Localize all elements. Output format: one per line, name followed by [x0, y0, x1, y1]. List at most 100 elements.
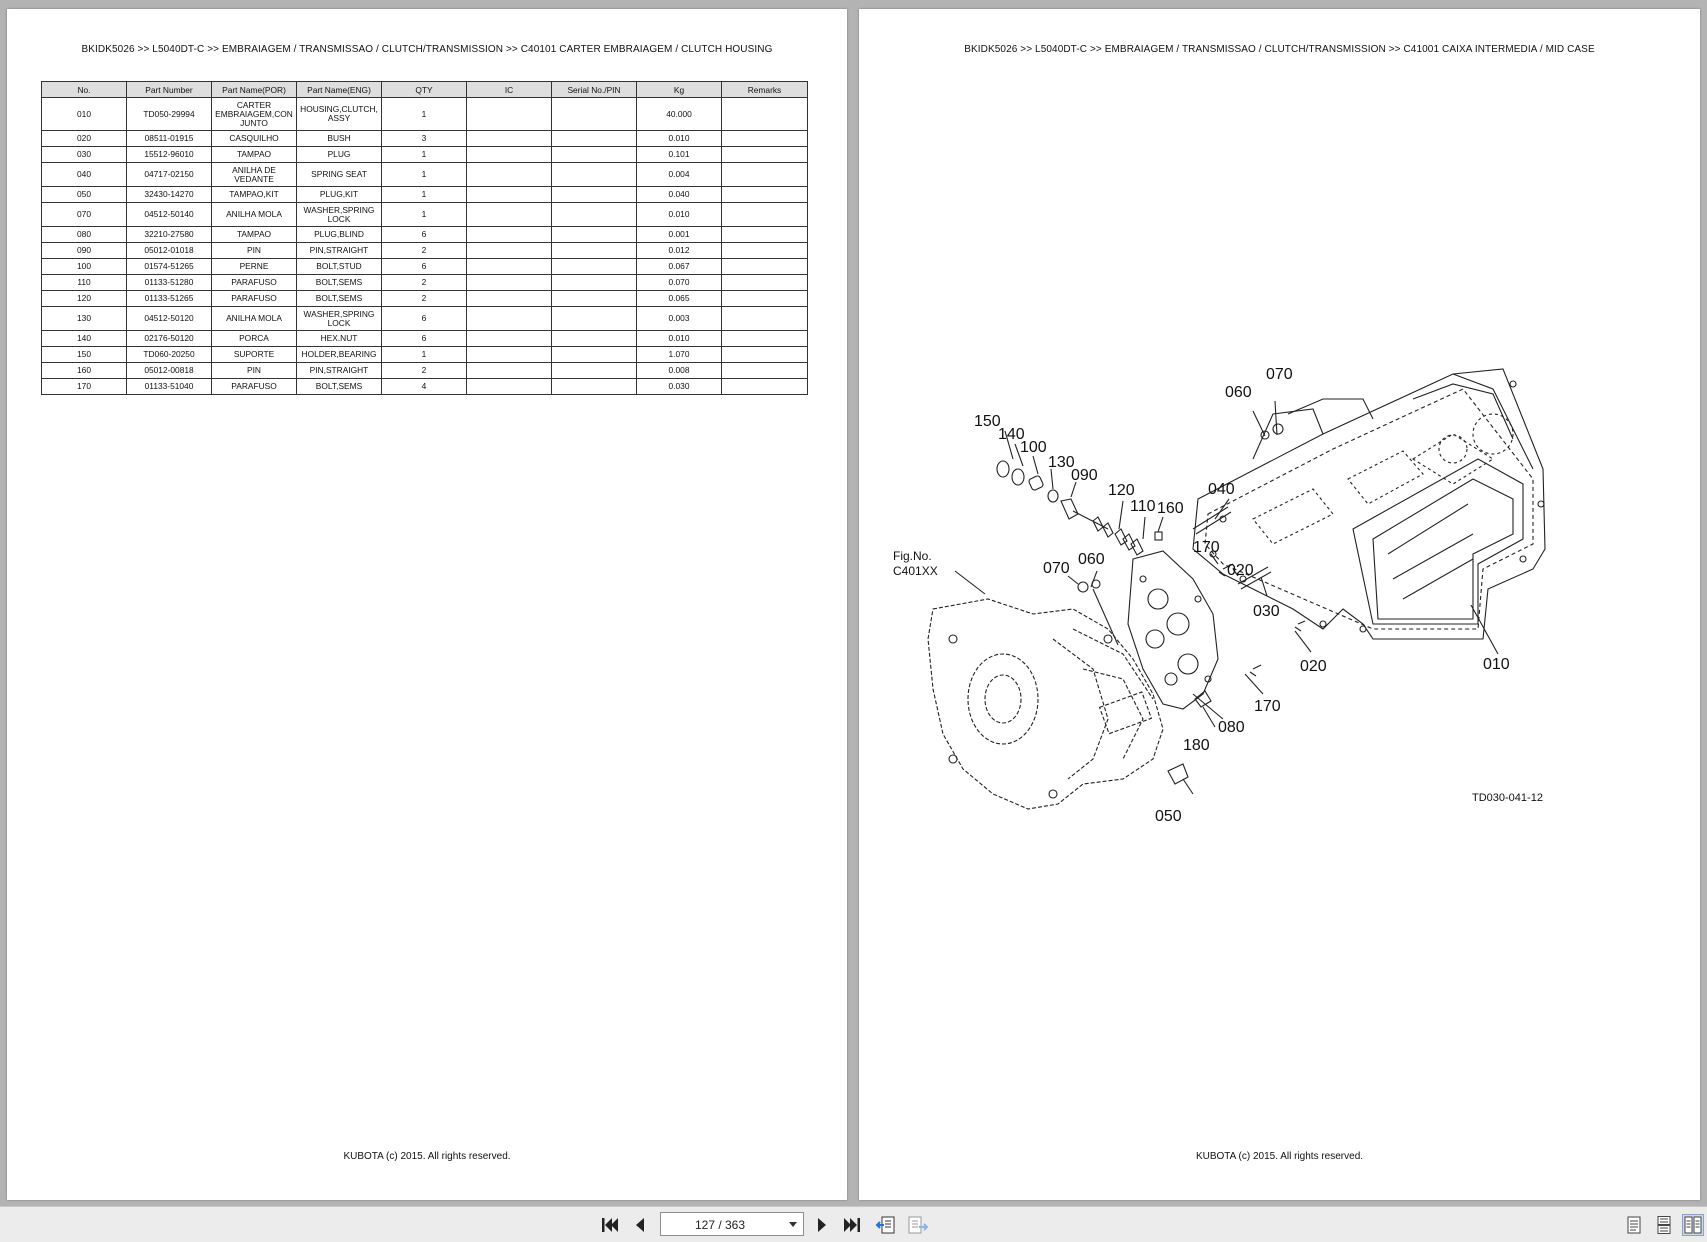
table-cell-qty: 3 — [381, 130, 467, 147]
previous-view-icon — [875, 1216, 895, 1234]
table-cell-name-eng: SPRING SEAT — [296, 162, 382, 187]
table-cell-kg: 0.070 — [636, 274, 722, 291]
table-cell-serial — [551, 306, 637, 331]
table-cell-part-number: 08511-01915 — [126, 130, 212, 147]
table-cell-ic — [466, 306, 552, 331]
previous-view-button[interactable] — [874, 1213, 898, 1237]
last-page-button[interactable] — [840, 1213, 864, 1237]
column-header: IC — [466, 81, 552, 98]
callout-label: 060 — [1078, 551, 1105, 568]
table-cell-no: 150 — [41, 346, 127, 363]
table-cell-remarks — [721, 146, 808, 163]
table-cell-no: 050 — [41, 186, 127, 203]
table-cell-qty: 6 — [381, 306, 467, 331]
callout-label: 010 — [1483, 656, 1510, 673]
table-cell-ic — [466, 346, 552, 363]
table-cell-name-eng: PLUG — [296, 146, 382, 163]
table-cell-qty: 1 — [381, 97, 467, 131]
page-number-field[interactable]: 127 / 363 — [660, 1212, 804, 1236]
table-cell-ic — [466, 330, 552, 347]
table-cell-name-eng: BOLT,SEMS — [296, 274, 382, 291]
table-cell-qty: 2 — [381, 242, 467, 259]
table-cell-remarks — [721, 306, 808, 331]
callout-label: 100 — [1020, 439, 1047, 456]
callout-label: 050 — [1155, 808, 1182, 825]
table-cell-no: 020 — [41, 130, 127, 147]
callout-label: 070 — [1266, 366, 1293, 383]
callout-label: 030 — [1253, 603, 1280, 620]
table-cell-name-por: CASQUILHO — [211, 130, 297, 147]
next-page-button[interactable] — [810, 1213, 834, 1237]
callout-label: 170 — [1193, 539, 1220, 556]
table-cell-remarks — [721, 346, 808, 363]
table-cell-kg: 0.040 — [636, 186, 722, 203]
table-cell-no: 010 — [41, 97, 127, 131]
diagram-drawing — [927, 368, 1546, 810]
column-header: Part Number — [126, 81, 212, 98]
table-cell-name-por: CARTER EMBRAIAGEM,CON JUNTO — [211, 97, 297, 131]
table-cell-no: 090 — [41, 242, 127, 259]
diagram-callouts: 070 060 150 140 100 130 090 120 110 160 … — [974, 366, 1510, 825]
continuous-view-button[interactable] — [1653, 1214, 1675, 1236]
table-cell-no: 170 — [41, 378, 127, 395]
table-cell-name-por: ANILHA MOLA — [211, 306, 297, 331]
table-cell-kg: 0.010 — [636, 330, 722, 347]
table-cell-name-por: ANILHA MOLA — [211, 202, 297, 227]
table-cell-remarks — [721, 162, 808, 187]
table-cell-remarks — [721, 130, 808, 147]
table-header-row: No. Part Number Part Name(POR) Part Name… — [41, 81, 808, 98]
table-cell-ic — [466, 162, 552, 187]
callout-label: 110 — [1130, 498, 1156, 515]
table-cell-part-number: 04512-50140 — [126, 202, 212, 227]
table-cell-name-eng: PIN,STRAIGHT — [296, 242, 382, 259]
first-page-button[interactable] — [598, 1213, 622, 1237]
callout-label: 020 — [1300, 658, 1327, 675]
table-cell-name-por: ANILHA DE VEDANTE — [211, 162, 297, 187]
table-cell-part-number: 32210-27580 — [126, 226, 212, 243]
table-cell-no: 080 — [41, 226, 127, 243]
table-cell-name-por: PARAFUSO — [211, 290, 297, 307]
table-cell-part-number: 01574-51265 — [126, 258, 212, 275]
table-cell-no: 130 — [41, 306, 127, 331]
next-view-button[interactable] — [906, 1213, 930, 1237]
table-cell-remarks — [721, 186, 808, 203]
figure-number-value: C401XX — [893, 564, 938, 578]
previous-page-button[interactable] — [628, 1213, 652, 1237]
table-cell-name-por: PARAFUSO — [211, 274, 297, 291]
table-cell-qty: 1 — [381, 162, 467, 187]
table-cell-part-number: 05012-01018 — [126, 242, 212, 259]
table-cell-ic — [466, 202, 552, 227]
table-cell-remarks — [721, 258, 808, 275]
table-cell-remarks — [721, 226, 808, 243]
table-cell-serial — [551, 146, 637, 163]
table-cell-name-por: TAMPAO,KIT — [211, 186, 297, 203]
table-cell-no: 030 — [41, 146, 127, 163]
table-cell-serial — [551, 290, 637, 307]
table-cell-no: 160 — [41, 362, 127, 379]
table-cell-no: 040 — [41, 162, 127, 187]
table-cell-name-eng: HOLDER,BEARING — [296, 346, 382, 363]
table-cell-serial — [551, 162, 637, 187]
table-cell-kg: 0.030 — [636, 378, 722, 395]
table-cell-name-eng: PIN,STRAIGHT — [296, 362, 382, 379]
breadcrumb: BKIDK5026 >> L5040DT-C >> EMBRAIAGEM / T… — [964, 44, 1595, 55]
table-cell-no: 110 — [41, 274, 127, 291]
table-cell-kg: 0.101 — [636, 146, 722, 163]
callout-label: 020 — [1227, 562, 1254, 579]
single-page-view-button[interactable] — [1623, 1214, 1645, 1236]
table-cell-serial — [551, 346, 637, 363]
callout-label: 160 — [1157, 500, 1184, 517]
table-cell-ic — [466, 274, 552, 291]
table-cell-remarks — [721, 290, 808, 307]
table-cell-part-number: 02176-50120 — [126, 330, 212, 347]
two-page-view-button[interactable] — [1682, 1214, 1704, 1236]
table-cell-no: 140 — [41, 330, 127, 347]
